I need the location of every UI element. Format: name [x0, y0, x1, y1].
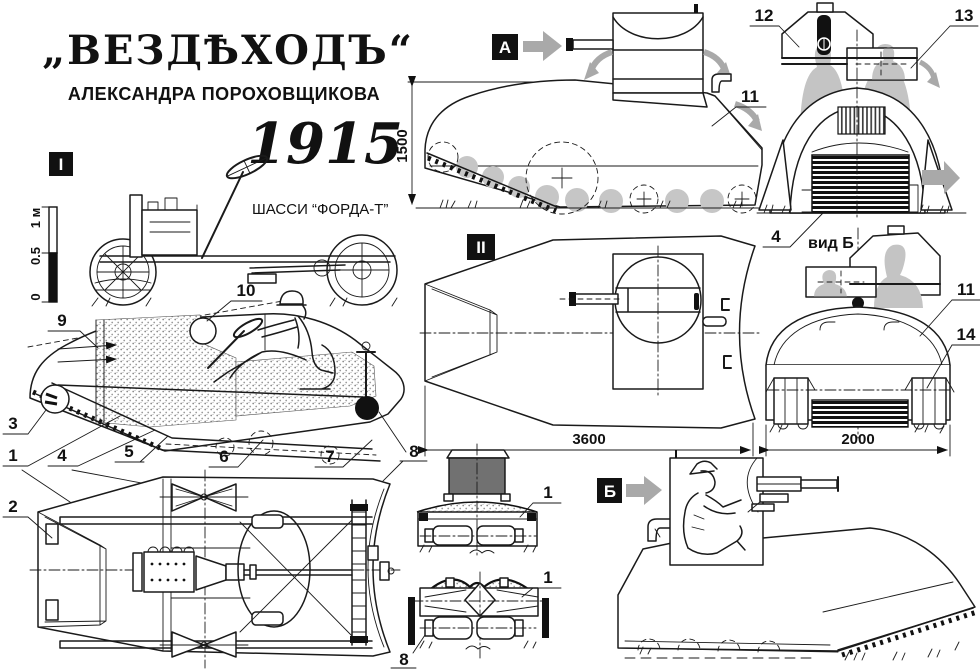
dim-length-3600: 3600	[572, 431, 605, 448]
page-title: „ВЕЗДѢХОДЪ“	[42, 27, 414, 74]
callout-6: 6	[219, 447, 228, 466]
view-a-direction-arrow-icon	[523, 31, 562, 61]
gunner-figure	[682, 460, 746, 555]
marker-roman-two: II	[476, 238, 485, 257]
callout-4-rear-view: 4	[771, 227, 781, 246]
section-marker-1: I	[49, 152, 73, 176]
callout-12: 12	[755, 6, 774, 25]
callout-8-right: 8	[409, 442, 418, 461]
crew-silhouette-front-right	[874, 244, 923, 308]
callout-4-main: 4	[57, 446, 67, 465]
callout-1-section-upper: 1	[543, 483, 552, 502]
view-b-direction-arrow-icon	[626, 476, 662, 505]
view-a-side-elevation: 1500 А	[394, 4, 771, 215]
callout-1-main: 1	[8, 446, 17, 465]
front-view: 2000 11 14	[759, 225, 980, 457]
chassis-label: ШАССИ “ФОРДА-Т”	[252, 201, 388, 218]
view-2-plan: II 3600	[418, 234, 763, 457]
bevel-drive-top	[159, 483, 249, 512]
crew-silhouette-front-left	[814, 270, 847, 297]
chassis-plan-view: 2	[2, 469, 401, 669]
callout-10: 10	[237, 281, 256, 300]
callout-9: 9	[57, 311, 66, 330]
callout-7: 7	[325, 447, 334, 466]
exit-arrow-icon	[922, 161, 960, 194]
callout-11-front: 11	[957, 280, 975, 299]
ford-chassis-view: ШАССИ “ФОРДА-Т”	[89, 154, 398, 307]
front-track-drums	[765, 377, 955, 430]
scale-1m-label: 1 м	[28, 208, 43, 228]
callout-14: 14	[957, 325, 976, 344]
callout-1-section-lower: 1	[543, 568, 552, 587]
marker-view-b: Б	[604, 482, 616, 501]
scale-bar: 1 м 0.5 0	[28, 206, 58, 303]
view-b-side-elevation: Б	[597, 450, 978, 661]
page-year: 1915	[247, 111, 403, 177]
cutaway-side-view: 9 10 3 1 4 5 6 7 8	[2, 281, 428, 513]
bevel-drive-bottom	[159, 631, 249, 658]
dim-height-1500: 1500	[394, 129, 411, 162]
callout-11-view-a: 11	[741, 87, 759, 106]
scale-05-label: 0.5	[28, 247, 43, 265]
rear-view: 12 13 4 вид Б	[749, 2, 979, 252]
engine-assembly	[132, 546, 353, 599]
dim-width-2000: 2000	[841, 431, 874, 448]
callout-3: 3	[8, 414, 17, 433]
title-block: „ВЕЗДѢХОДЪ“ АЛЕКСАНДРА ПОРОХОВЩИКОВА 191…	[42, 27, 414, 177]
cross-section-upper: 1	[416, 443, 562, 557]
cross-section-lower: 1 8	[390, 568, 562, 669]
callout-8-bottom: 8	[399, 650, 408, 669]
callout-13: 13	[955, 6, 974, 25]
rear-view-caption: вид Б	[808, 235, 854, 252]
marker-view-a: А	[499, 38, 511, 57]
marker-roman-one: I	[59, 155, 64, 174]
rear-axle-assembly	[350, 499, 395, 646]
callout-5: 5	[124, 442, 133, 461]
scale-0-label: 0	[28, 293, 43, 300]
callout-2: 2	[8, 497, 17, 516]
driver-figure	[207, 290, 336, 390]
machine-gun-icon	[817, 15, 831, 55]
view-b-machine-gun	[747, 476, 839, 513]
page-subtitle: АЛЕКСАНДРА ПОРОХОВЩИКОВА	[68, 84, 380, 104]
